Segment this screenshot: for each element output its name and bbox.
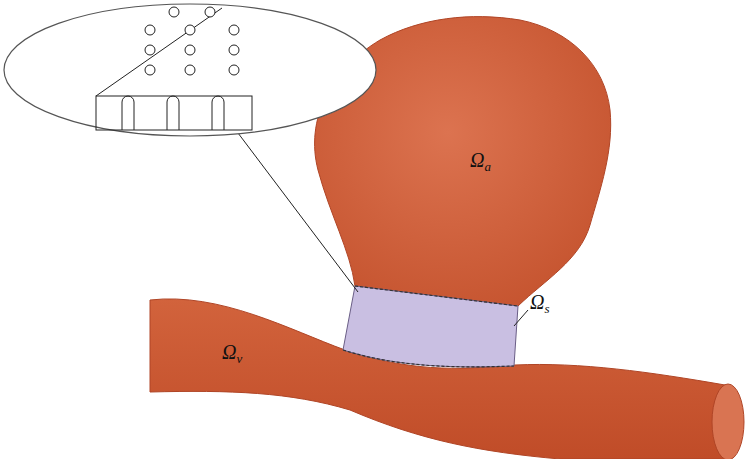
- pore: [229, 65, 239, 75]
- pore: [185, 45, 195, 55]
- stent-label: Ωs: [530, 292, 550, 315]
- vessel-end: [712, 384, 744, 459]
- pore: [169, 7, 179, 17]
- pore: [145, 45, 155, 55]
- leader-line: [238, 133, 358, 292]
- zoom-ellipse: [4, 4, 376, 136]
- pore: [185, 25, 195, 35]
- vessel-label: Ωv: [222, 342, 242, 365]
- pore: [145, 65, 155, 75]
- pore: [185, 65, 195, 75]
- pore-channel: [212, 96, 224, 130]
- slab-edge: [96, 8, 222, 96]
- stent-region: [343, 286, 518, 367]
- aneurysm-label: Ωa: [470, 150, 491, 173]
- pore-channel: [167, 96, 179, 130]
- stent-edge: [355, 286, 518, 306]
- pore: [229, 25, 239, 35]
- slab-face: [96, 96, 252, 130]
- pore-channel: [122, 96, 134, 130]
- pore: [205, 7, 215, 17]
- leader-line: [514, 310, 528, 326]
- stent-edge: [343, 350, 514, 367]
- pore: [145, 25, 155, 35]
- pore: [229, 45, 239, 55]
- pores: [122, 7, 239, 130]
